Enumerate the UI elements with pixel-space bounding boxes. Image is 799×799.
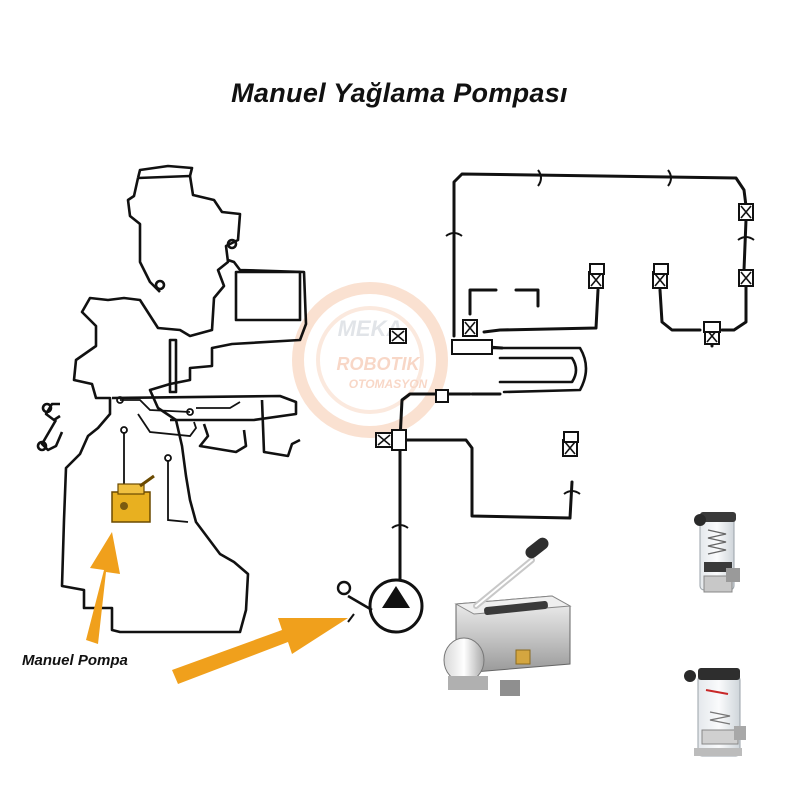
page-title: Manuel Yağlama Pompası [231,78,568,108]
manual-pump-photo [443,537,572,696]
arrow-to-pump-symbol [172,618,348,684]
arrow-to-machine-pump [86,532,120,644]
watermark-line2: ROBOTIK [337,354,422,374]
milling-machine-outline [36,164,308,634]
machine-oil-lines [116,396,241,523]
machine-pump-icon [111,474,155,523]
oil-reservoir-photo [694,512,740,593]
pump-symbol [336,578,424,634]
oil-reservoir-photo-2 [684,668,746,757]
watermark-line3: OTOMASYON [349,377,428,391]
pump-label: Manuel Pompa [22,652,128,669]
distribution-valves [375,203,754,457]
watermark-logo: MEKA ROBOTIK OTOMASYON [292,282,448,438]
flow-markers [391,169,755,529]
